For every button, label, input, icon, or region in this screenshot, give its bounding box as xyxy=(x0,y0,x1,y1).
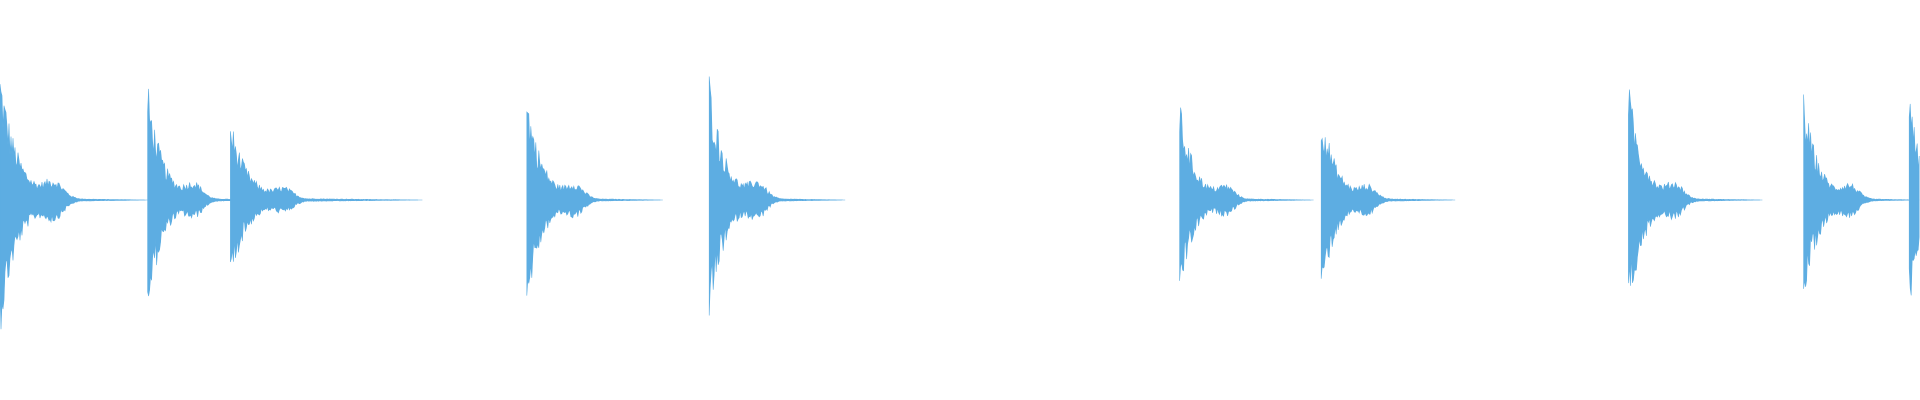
waveform-transient-5 xyxy=(708,76,846,316)
waveform-hits xyxy=(0,76,1920,330)
waveform-transient-9 xyxy=(1803,94,1920,289)
waveform-transient-3 xyxy=(230,131,423,263)
waveform-transient-1 xyxy=(0,84,148,330)
waveform-transient-8 xyxy=(1628,89,1763,286)
waveform-transient-10 xyxy=(1908,103,1920,296)
waveform-transient-6 xyxy=(1179,107,1314,281)
waveform-transient-2 xyxy=(147,88,282,297)
waveform-transient-4 xyxy=(526,111,663,296)
waveform-transient-7 xyxy=(1320,137,1456,279)
